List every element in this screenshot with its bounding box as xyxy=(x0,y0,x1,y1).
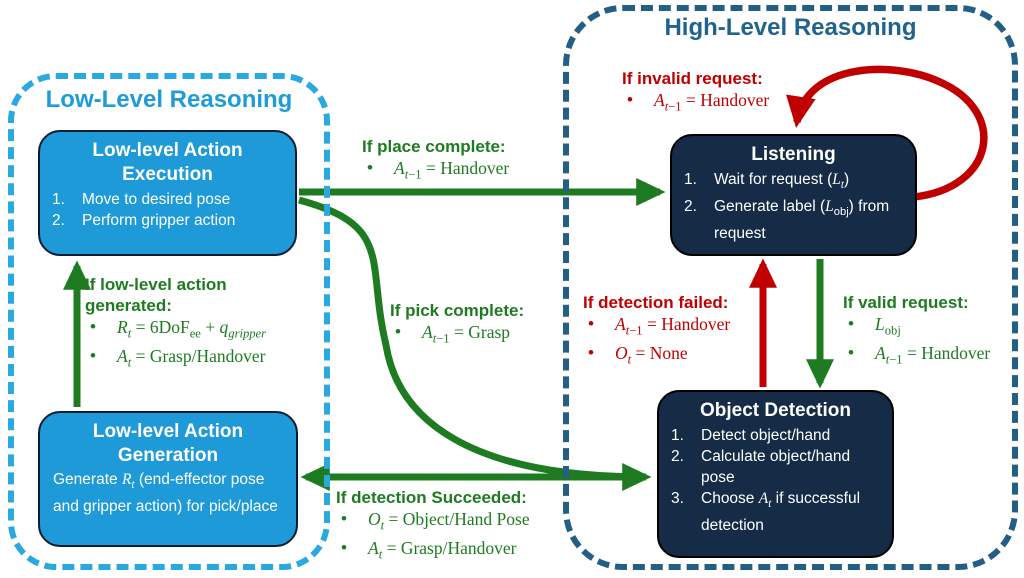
transition-bullet: • At−1 = Handover xyxy=(622,89,852,118)
step-text: Generate label (Lobj) from request xyxy=(714,198,890,243)
transition-label-invalid-request: If invalid request: • At−1 = Handover xyxy=(622,68,852,118)
bullet-text: At−1 = Handover xyxy=(615,314,731,338)
step-text: Move to desired pose xyxy=(82,191,231,208)
execution-state-title: Low-level Action Execution xyxy=(92,140,243,185)
bullet-text: Ot = None xyxy=(615,342,688,367)
transition-bullet: • Ot = Object/Hand Pose xyxy=(336,508,596,537)
detection-state-box: Object Detection 1. Detect object/hand 2… xyxy=(657,390,894,558)
bullet-icon: • xyxy=(341,537,347,557)
transition-bullet: • At−1 = Handover xyxy=(362,157,552,186)
bullet-icon: • xyxy=(341,509,347,528)
bullet-icon: • xyxy=(90,317,96,336)
detection-step: 2. Calculate object/hand pose xyxy=(659,446,892,488)
transition-label-valid-request: If valid request: • Lobj • At−1 = Handov… xyxy=(843,292,1024,370)
step-number: 2. xyxy=(684,198,697,216)
transition-condition: If low-level action generated: xyxy=(85,275,227,315)
detection-step: 1. Detect object/hand xyxy=(659,425,892,446)
step-number: 2. xyxy=(671,448,684,465)
listening-step: 2. Generate label (Lobj) from request xyxy=(672,196,915,244)
listening-state-title: Listening xyxy=(751,144,836,165)
step-number: 2. xyxy=(52,212,65,229)
low-level-reasoning-title: Low-Level Reasoning xyxy=(45,86,293,113)
listening-step: 1. Wait for request (Lt) xyxy=(672,169,915,196)
bullet-icon: • xyxy=(367,158,373,177)
step-number: 1. xyxy=(671,427,684,444)
low-level-reasoning-container xyxy=(8,73,330,570)
transition-label-detection-failed: If detection failed: • At−1 = Handover •… xyxy=(583,292,783,370)
transition-condition: If invalid request: xyxy=(622,69,763,88)
bullet-text: At−1 = Handover xyxy=(394,158,510,182)
transition-bullet: • At−1 = Grasp xyxy=(390,321,580,350)
step-number: 3. xyxy=(671,490,684,507)
transition-condition: If pick complete: xyxy=(390,301,525,320)
bullet-text: At = Grasp/Handover xyxy=(117,345,266,370)
transition-label-action-generated: If low-level action generated: • Rt = 6D… xyxy=(85,274,335,373)
transition-label-pick-complete: If pick complete: • At−1 = Grasp xyxy=(390,300,580,350)
step-text: Detect object/hand xyxy=(701,427,831,444)
transition-bullet: • At−1 = Handover xyxy=(583,313,783,342)
high-level-reasoning-title: High-Level Reasoning xyxy=(664,14,917,41)
transition-bullet: • At = Grasp/Handover xyxy=(336,537,596,566)
transition-condition: If detection Succeeded: xyxy=(336,488,527,507)
step-number: 1. xyxy=(684,171,697,188)
generation-state-title: Low-level Action Generation xyxy=(92,421,244,466)
execution-state-box: Low-level Action Execution 1. Move to de… xyxy=(38,130,297,256)
bullet-icon: • xyxy=(90,345,96,365)
transition-bullet: • At−1 = Handover xyxy=(843,342,1024,371)
step-number: 1. xyxy=(52,191,65,208)
transition-condition: If detection failed: xyxy=(583,293,729,312)
bullet-text: Ot = Object/Hand Pose xyxy=(368,509,530,533)
bullet-text: Lobj xyxy=(875,314,901,338)
high-level-reasoning-container xyxy=(563,5,1018,570)
transition-bullet: • Rt = 6DoFee + qgripper xyxy=(85,316,335,345)
bullet-icon: • xyxy=(395,322,401,341)
execution-step: 1. Move to desired pose xyxy=(40,189,295,210)
transition-bullet: • Lobj xyxy=(843,313,1024,342)
bullet-text: Rt = 6DoFee + qgripper xyxy=(117,317,267,341)
step-text: Choose At if successful detection xyxy=(701,490,861,535)
detection-state-title: Object Detection xyxy=(700,400,851,421)
generation-state-body: Generate Rt (end-effector pose and gripp… xyxy=(53,471,278,516)
listening-state-box: Listening 1. Wait for request (Lt) 2. Ge… xyxy=(670,134,917,256)
bullet-text: At−1 = Handover xyxy=(654,90,770,114)
bullet-icon: • xyxy=(627,90,633,109)
transition-label-detection-succeeded: If detection Succeeded: • Ot = Object/Ha… xyxy=(336,487,596,565)
transition-label-place-complete: If place complete: • At−1 = Handover xyxy=(362,136,552,186)
transition-bullet: • Ot = None xyxy=(583,342,783,371)
bullet-text: At−1 = Grasp xyxy=(422,322,511,346)
step-text: Calculate object/hand pose xyxy=(701,448,851,486)
bullet-text: At = Grasp/Handover xyxy=(368,537,517,562)
bullet-icon: • xyxy=(848,314,854,333)
step-text: Wait for request (Lt) xyxy=(714,171,850,192)
transition-condition: If valid request: xyxy=(843,293,969,312)
step-text: Perform gripper action xyxy=(82,212,236,229)
bullet-text: At−1 = Handover xyxy=(875,342,991,367)
detection-step: 3. Choose At if successful detection xyxy=(659,488,892,536)
bullet-icon: • xyxy=(848,342,854,362)
generation-state-box: Low-level Action Generation Generate Rt … xyxy=(38,411,298,547)
transition-bullet: • At = Grasp/Handover xyxy=(85,345,335,374)
bullet-icon: • xyxy=(588,314,594,333)
transition-condition: If place complete: xyxy=(362,137,506,156)
bullet-icon: • xyxy=(588,342,594,362)
execution-step: 2. Perform gripper action xyxy=(40,210,295,231)
